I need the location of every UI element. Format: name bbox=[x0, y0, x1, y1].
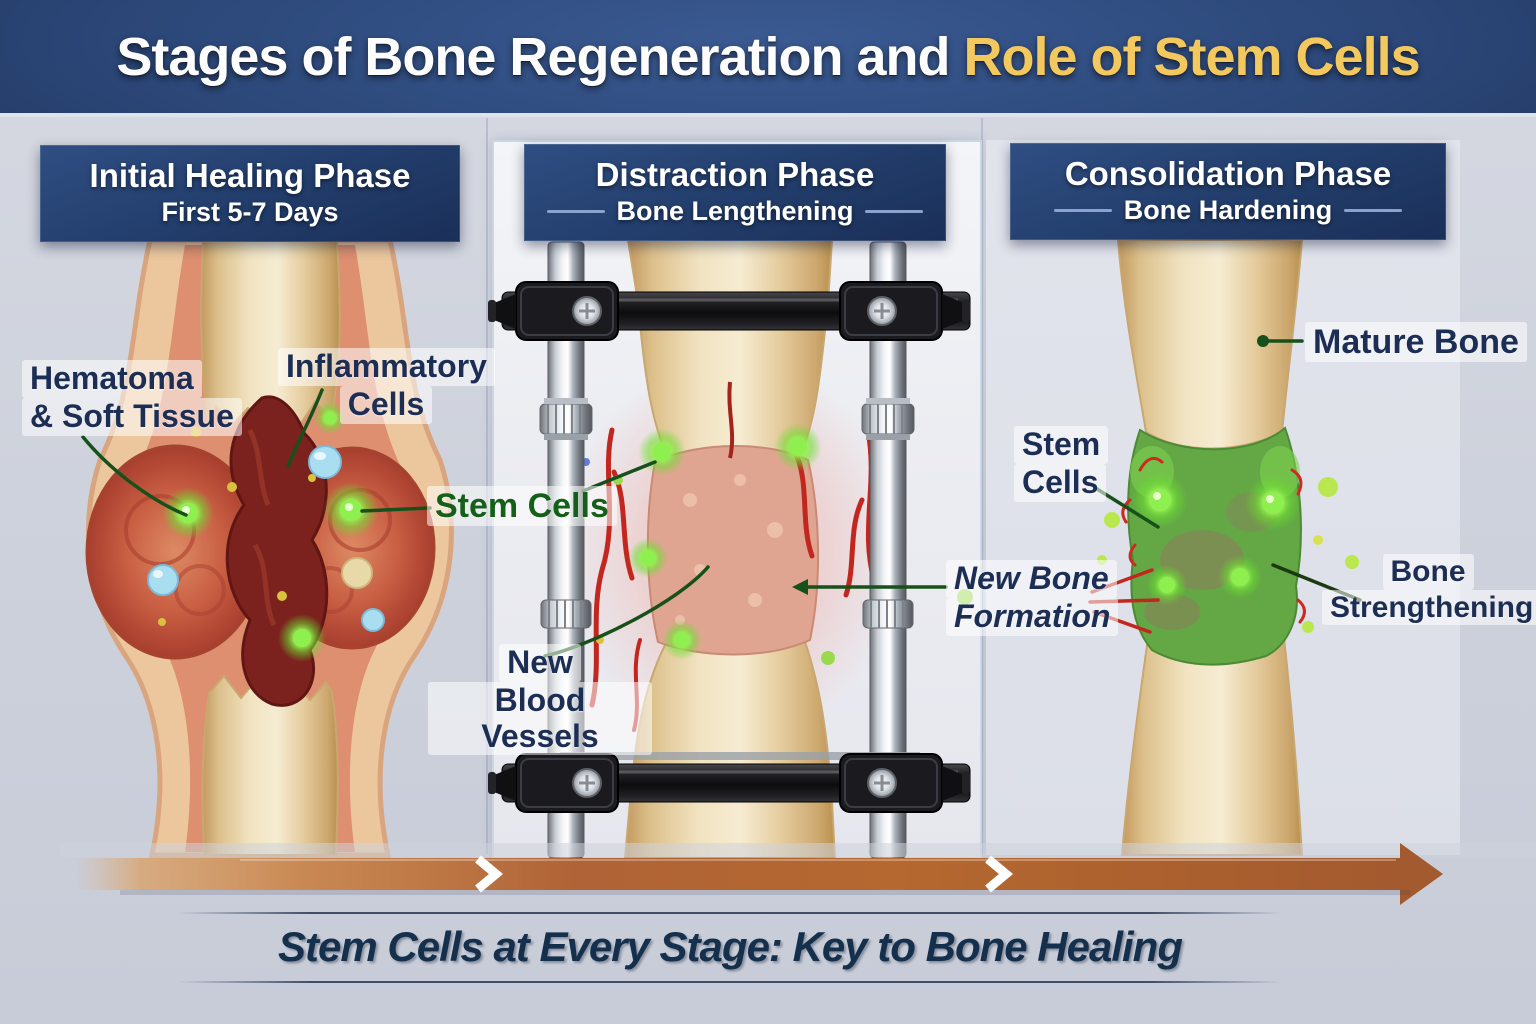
osteoblast-cell bbox=[341, 557, 373, 589]
phase-title: Distraction Phase bbox=[595, 156, 875, 194]
vessel-sprigs bbox=[1121, 456, 1306, 624]
label-stem-cells: Stem Cells bbox=[427, 486, 617, 527]
phase-subtitle: First 5-7 Days bbox=[161, 196, 339, 227]
stem-cells-green-p3 bbox=[1097, 472, 1359, 633]
label-new-bone-formation: New Bone Formation bbox=[946, 560, 1119, 636]
leader-stem-left bbox=[360, 506, 432, 513]
label-stem-cells-p3: Stem Cells bbox=[1014, 426, 1109, 502]
label-mature-bone: Mature Bone bbox=[1305, 322, 1527, 363]
rod-nut bbox=[539, 398, 593, 440]
phase-subtitle: Bone Hardening bbox=[1123, 194, 1333, 225]
stem-cells-green-p1 bbox=[162, 402, 379, 662]
leader-new-bone-arrowhead bbox=[792, 579, 808, 595]
phase-title: Initial Healing Phase bbox=[89, 157, 411, 195]
phase-subtitle: Bone Lengthening bbox=[616, 195, 854, 226]
fixator-illustration bbox=[488, 239, 973, 859]
bone-lower-p1 bbox=[201, 674, 339, 856]
chevron-right-icon bbox=[475, 855, 504, 893]
rod-nut bbox=[861, 398, 915, 440]
caption-text: Stem Cells at Every Stage: Key to Bone H… bbox=[278, 923, 1183, 970]
phase-header-initial: Initial Healing Phase First 5-7 Days bbox=[40, 145, 460, 242]
leader-inflammatory bbox=[286, 388, 324, 468]
page-title: Stages of Bone Regeneration and Role of … bbox=[116, 26, 1421, 88]
page-title-main: Stages of Bone Regeneration and bbox=[116, 26, 964, 87]
leader-hematoma bbox=[81, 435, 188, 517]
fixator-crossbar-top bbox=[488, 281, 971, 341]
label-inflammatory-cells: Inflammatory Cells bbox=[278, 348, 495, 424]
leader-mature-bone-dot bbox=[1257, 335, 1269, 347]
subtitle-dash bbox=[546, 209, 605, 213]
subtitle-dash bbox=[865, 209, 924, 213]
leader-lines bbox=[81, 339, 1362, 658]
panel-divider-2 bbox=[981, 118, 983, 854]
subtitle-dash bbox=[1053, 208, 1112, 212]
label-bone-strengthening: Bone Strengthening bbox=[1322, 554, 1536, 626]
label-new-blood-vessels: New Blood Vessels bbox=[428, 644, 652, 756]
label-hematoma: Hematoma & Soft Tissue bbox=[22, 360, 242, 436]
consolidation-illustration bbox=[1088, 239, 1359, 856]
phase-header-distraction: Distraction Phase Bone Lengthening bbox=[524, 144, 946, 241]
page-title-highlight: Role of Stem Cells bbox=[963, 26, 1421, 87]
caption-rule-top bbox=[178, 912, 1282, 914]
phase-header-consolidation: Consolidation Phase Bone Hardening bbox=[1010, 143, 1446, 240]
rod-nut bbox=[540, 599, 592, 629]
right-arrow-head bbox=[1400, 843, 1443, 905]
caption-rule-bottom bbox=[178, 981, 1282, 983]
subtitle-dash bbox=[1344, 208, 1403, 212]
phase-title: Consolidation Phase bbox=[1064, 155, 1392, 193]
rod-nut bbox=[862, 599, 914, 629]
right-arrow-icon bbox=[75, 858, 1400, 890]
footer-caption: Stem Cells at Every Stage: Key to Bone H… bbox=[178, 912, 1282, 983]
chevron-right-icon bbox=[985, 855, 1014, 893]
fixator-crossbar-bottom bbox=[488, 752, 971, 813]
leader-stem-p3 bbox=[1095, 487, 1160, 529]
inflammatory-cells-blue bbox=[147, 445, 385, 632]
fracture-crack bbox=[727, 381, 735, 459]
title-banner: Stages of Bone Regeneration and Role of … bbox=[0, 0, 1536, 117]
